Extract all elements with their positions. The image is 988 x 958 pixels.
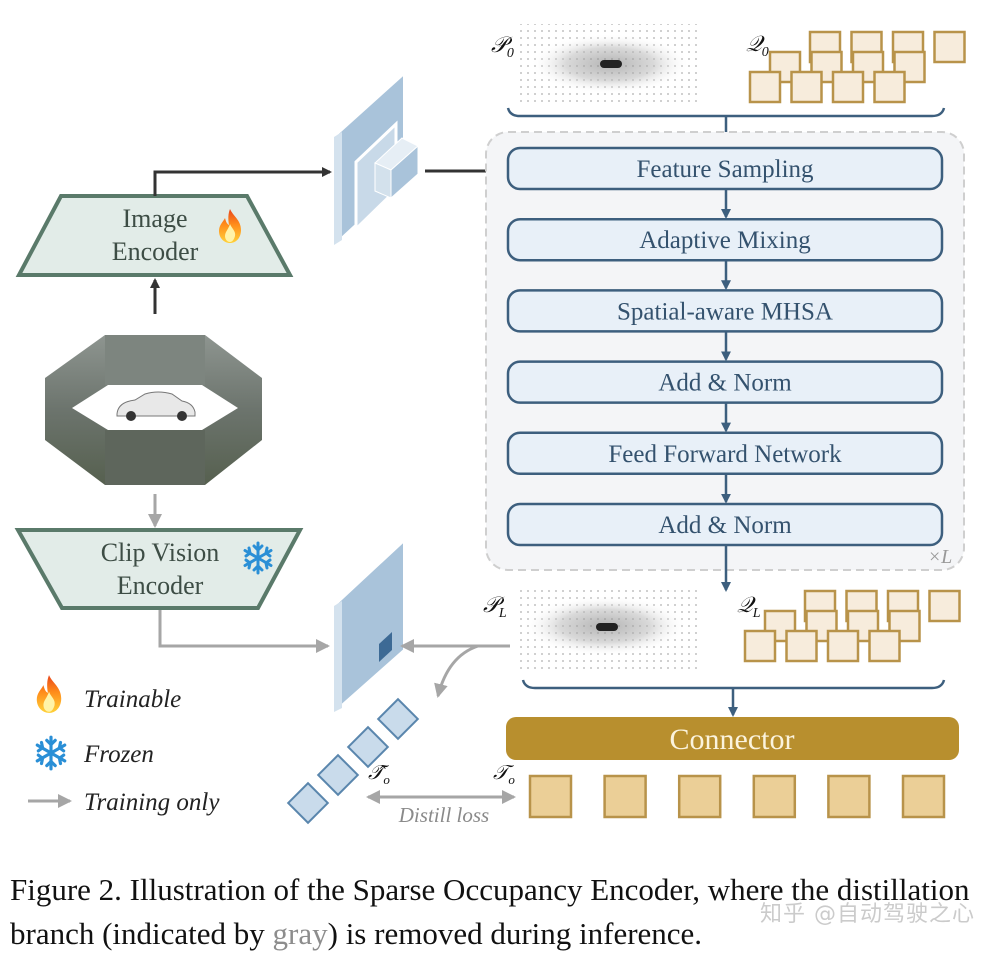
- query-token: [748, 70, 782, 104]
- car-icon: [116, 391, 196, 421]
- caption-text-part2: ) is removed during inference.: [327, 916, 703, 951]
- clip-to-featuremap-arrow: [158, 610, 330, 653]
- decoder-stage: Adaptive Mixing: [506, 217, 944, 291]
- points-to-clip-tokens-arrow: [434, 644, 479, 698]
- decoder-stage: Feed Forward Network: [506, 431, 944, 504]
- final-queries-grid: [743, 589, 961, 663]
- query-token: [928, 589, 961, 623]
- clip-token: [346, 725, 390, 769]
- decoder-stage-label: Adaptive Mixing: [639, 227, 811, 254]
- caption-gray-word: gray: [272, 916, 328, 951]
- decoder-stage-label: Spatial-aware MHSA: [617, 298, 833, 325]
- connector-label: Connector: [670, 723, 795, 756]
- repeat-count-label: ×L: [928, 546, 953, 568]
- ego-car-icon: [600, 60, 622, 68]
- output-tokens: [528, 774, 946, 819]
- token-label: 𝒯o: [493, 762, 515, 787]
- query-token: [873, 70, 906, 104]
- multi-scale-feature-map: [333, 71, 419, 248]
- legend-trainable-label: Trainable: [84, 686, 181, 713]
- output-token: [827, 774, 871, 819]
- clip-token: [376, 697, 420, 741]
- query-token: [826, 629, 860, 663]
- legend-training-only-label: Training only: [84, 789, 220, 816]
- initial-points-cloud: [520, 24, 698, 106]
- figure-caption: Figure 2. Illustration of the Sparse Occ…: [10, 868, 985, 956]
- fire-icon: [36, 675, 62, 713]
- decoder-stage-box: [506, 502, 944, 547]
- clip-token: [286, 781, 330, 825]
- clip-encoder-label-line1: Clip Vision: [101, 538, 220, 567]
- decoder-stage-label: Feature Sampling: [636, 156, 814, 183]
- query-token: [743, 629, 777, 663]
- watermark: 知乎 @自动驾驶之心: [760, 902, 975, 927]
- legend-frozen-label: Frozen: [83, 741, 154, 768]
- image-encoder-label-line2: Encoder: [112, 237, 199, 266]
- clip-vision-encoder: Clip Vision Encoder: [14, 528, 304, 610]
- token-hat-label: 𝒯̂o: [368, 762, 390, 787]
- decoder-stage-label: Add & Norm: [658, 370, 792, 397]
- output-token: [752, 774, 797, 819]
- encoder-to-features-arrow: [153, 167, 332, 196]
- final-brace: [521, 679, 946, 690]
- decoder-stage-label: Add & Norm: [658, 512, 792, 539]
- architecture-diagram: Image Encoder 𝒫0 𝒬0 ×L Feature SamplingA…: [14, 24, 966, 827]
- initial-queries-grid: [748, 30, 966, 104]
- query-token: [790, 70, 823, 104]
- ego-car-icon: [596, 623, 618, 631]
- queries-final-label: 𝒬L: [737, 592, 761, 621]
- final-points-cloud: [515, 588, 700, 672]
- clip-token: [316, 753, 360, 797]
- decoder-stage: Add & Norm: [506, 502, 944, 547]
- connector-block: [506, 717, 959, 760]
- distill-loss-label: Distill loss: [398, 803, 489, 827]
- image-encoder-label-line1: Image: [123, 204, 188, 233]
- points-initial-label: 𝒫0: [491, 32, 514, 61]
- output-token: [603, 774, 647, 819]
- clip-tokens: [286, 697, 420, 825]
- legend: Trainable Frozen Training only: [28, 675, 220, 816]
- query-token: [831, 70, 865, 104]
- clip-feature-map: [333, 538, 405, 715]
- decoder-stage-label: Feed Forward Network: [608, 441, 842, 468]
- output-token: [677, 774, 722, 819]
- query-token: [868, 629, 901, 663]
- snowflake-icon: [35, 735, 67, 771]
- caption-text-part1: Figure 2. Illustration of the Sparse Occ…: [10, 872, 970, 951]
- query-token: [785, 629, 818, 663]
- surround-view-images: [45, 335, 262, 485]
- clip-encoder-label-line2: Encoder: [117, 571, 204, 600]
- image-encoder-trapezoid: [15, 194, 294, 277]
- points-final-label: 𝒫L: [483, 592, 507, 621]
- decoder-stage: Feature Sampling: [506, 146, 944, 219]
- decoder-stage: Add & Norm: [506, 360, 944, 433]
- queries-initial-label: 𝒬0: [746, 31, 769, 60]
- output-token: [528, 774, 573, 819]
- image-encoder: Image Encoder: [15, 194, 294, 277]
- query-token: [933, 30, 966, 64]
- output-token: [901, 774, 946, 819]
- sampled-patch: [379, 632, 392, 662]
- decoder-stage: Spatial-aware MHSA: [506, 289, 944, 362]
- query-token: [888, 609, 921, 643]
- initial-brace: [506, 107, 946, 118]
